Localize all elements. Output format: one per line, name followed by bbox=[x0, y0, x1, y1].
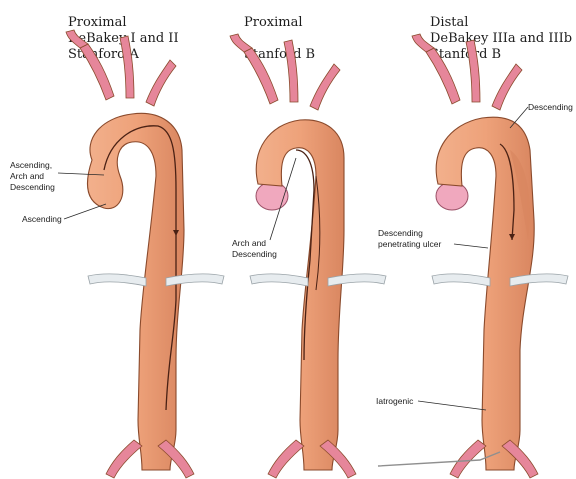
label-ascending-arch-descending-2: Arch and bbox=[10, 171, 44, 181]
label-pau-1: Descending bbox=[378, 228, 423, 238]
label-ascending: Ascending bbox=[22, 214, 62, 224]
label-arch-descending-1: Arch and bbox=[232, 238, 266, 248]
panel-3: Distal DeBakey IIIa and IIIb Stanford B … bbox=[376, 15, 573, 478]
label-pau-2: penetrating ulcer bbox=[378, 239, 441, 249]
panel-2: Proximal Stanford B Arch and Descending bbox=[230, 15, 386, 478]
label-descending: Descending bbox=[528, 102, 573, 112]
label-iatrogenic: Iatrogenic bbox=[376, 396, 414, 406]
panel-2-heart bbox=[256, 182, 288, 210]
label-arch-descending-2: Descending bbox=[232, 249, 277, 259]
panel-1-aorta bbox=[88, 113, 184, 470]
panel-3-title-line2: DeBakey IIIa and IIIb bbox=[430, 31, 572, 46]
panel-1-title-line1: Proximal bbox=[68, 15, 127, 30]
panel-2-title-line1: Proximal bbox=[244, 15, 303, 30]
panel-2-branches bbox=[230, 34, 340, 110]
leader-ascending bbox=[64, 204, 106, 219]
leader-pau bbox=[454, 244, 488, 248]
label-ascending-arch-descending-3: Descending bbox=[10, 182, 55, 192]
leader-iatrogenic bbox=[418, 401, 486, 410]
panel-3-title-line1: Distal bbox=[430, 15, 468, 30]
label-ascending-arch-descending-1: Ascending, bbox=[10, 160, 52, 170]
panel-3-catheter bbox=[378, 452, 500, 466]
panel-2-aorta bbox=[256, 120, 344, 470]
panel-3-heart bbox=[436, 182, 468, 210]
leader-descending bbox=[510, 107, 528, 128]
panel-1: Proximal DeBakey I and II Stanford A Asc… bbox=[10, 15, 224, 478]
